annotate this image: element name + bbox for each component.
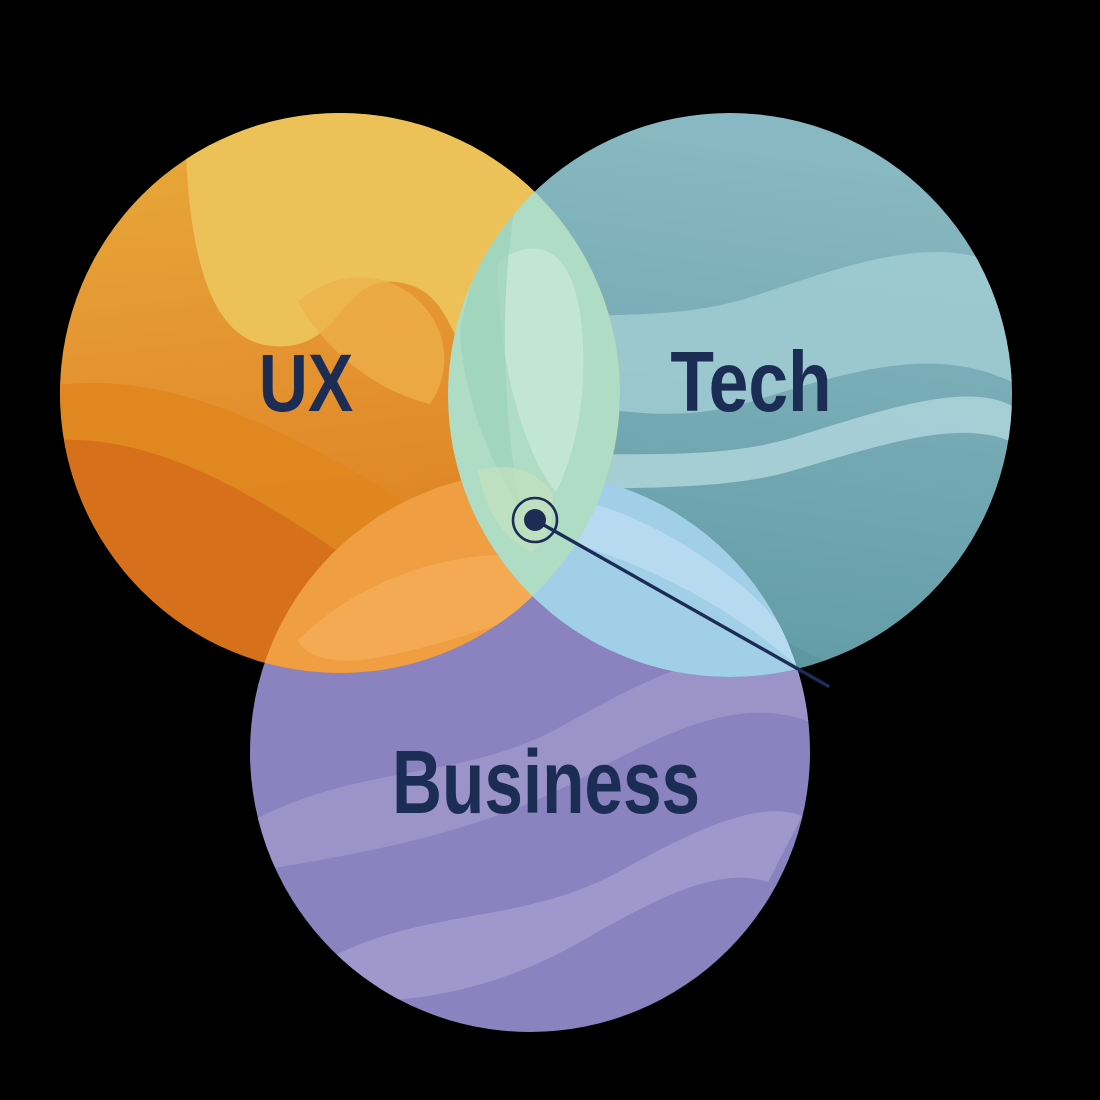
ux-business-overlap-highlight <box>298 554 592 661</box>
business-label: Business <box>392 732 700 833</box>
marker-ring <box>511 496 559 544</box>
business-wave-2 <box>322 811 802 1001</box>
tech-label: Tech <box>670 334 831 429</box>
ux-label: UX <box>259 337 354 428</box>
ux-wave-crest <box>298 277 445 404</box>
marker-dot <box>524 509 546 531</box>
triple-intersection-marker <box>511 496 830 688</box>
business-wave-1 <box>250 655 810 872</box>
ux-tech-overlap-shade <box>460 212 522 512</box>
marker-callout-line <box>533 518 830 688</box>
ux-tech-overlap-highlight <box>497 248 584 492</box>
